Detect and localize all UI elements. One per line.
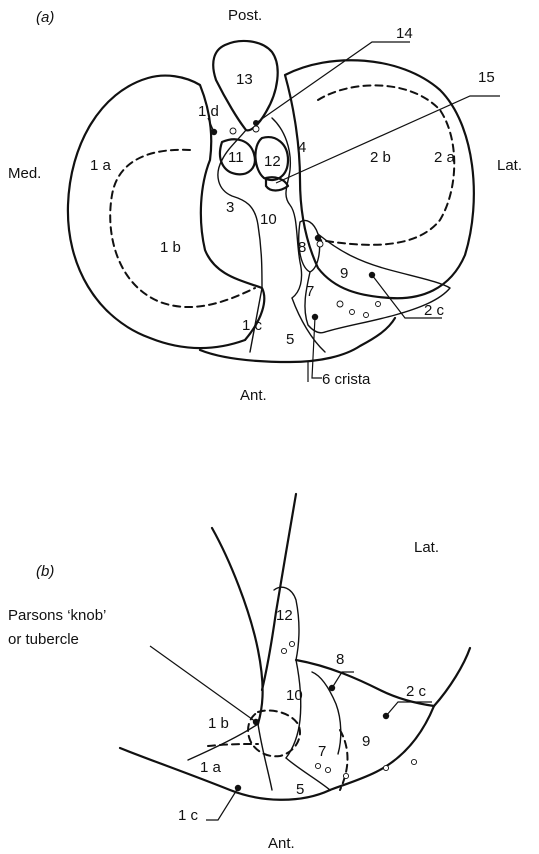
label-9: 9: [362, 733, 370, 750]
label-2c: 2 c: [406, 683, 427, 700]
label-6-crista: 6 crista: [322, 371, 371, 388]
panel-b-tag: (b): [36, 563, 54, 580]
foramen: [230, 128, 236, 134]
panel-a-tag: (a): [36, 9, 54, 26]
foramen: [253, 126, 259, 132]
label-2c: 2 c: [424, 302, 445, 319]
label-1c: 1 c: [178, 807, 199, 824]
label-10: 10: [260, 211, 277, 228]
orientation-lat: Lat.: [414, 539, 439, 556]
label-2a: 2 a: [434, 149, 456, 166]
label-3: 3: [226, 199, 234, 216]
label-1a: 1 a: [200, 759, 222, 776]
label-11: 11: [228, 149, 244, 166]
panel-b-1c-boundary: [258, 724, 272, 790]
panel-b-1b-dashed: [208, 744, 258, 746]
leader-14: [256, 42, 410, 123]
label-7: 7: [306, 283, 314, 300]
label-9: 9: [340, 265, 348, 282]
label-12: 12: [276, 607, 293, 624]
panel-b-region-10: [286, 660, 301, 758]
foramen: [337, 301, 343, 307]
orientation-ant: Ant.: [268, 835, 295, 852]
label-1b: 1 b: [208, 715, 229, 732]
label-2b: 2 b: [370, 149, 391, 166]
panel-b-knob-dashed: [248, 711, 300, 757]
label-8: 8: [298, 239, 306, 256]
tubercle-label-line2: or tubercle: [8, 631, 79, 648]
foramen: [350, 310, 355, 315]
panel-b-region-8: [312, 672, 341, 754]
foramen: [315, 763, 320, 768]
label-1c: 1 c: [242, 317, 263, 334]
label-4: 4: [298, 139, 306, 156]
label-14: 14: [396, 25, 413, 42]
leader-1c: [206, 788, 238, 820]
orientation-med: Med.: [8, 165, 41, 182]
label-1b: 1 b: [160, 239, 181, 256]
panel-a: (a) Post. Ant. Med. Lat. 1 a 1 b 1 c 1 d…: [8, 7, 522, 404]
foramen: [325, 767, 330, 772]
foramen: [376, 302, 381, 307]
panel-b-5-boundary: [286, 758, 330, 790]
medial-lobe-outline: [68, 76, 264, 348]
point-8: [315, 235, 321, 241]
foramen: [317, 241, 323, 247]
label-12: 12: [264, 153, 281, 170]
orientation-lat: Lat.: [497, 157, 522, 174]
panel-b-left-curve: [212, 528, 263, 724]
label-7: 7: [318, 743, 326, 760]
label-1a: 1 a: [90, 157, 112, 174]
foramen: [281, 648, 286, 653]
panel-b: (b) Lat. Ant. Parsons ‘knob’ or tubercle…: [8, 494, 470, 852]
label-5: 5: [296, 781, 304, 798]
foramen: [343, 773, 348, 778]
foramen: [411, 759, 416, 764]
tubercle-label-line1: Parsons ‘knob’: [8, 607, 106, 624]
panel-b-lateral-outline: [296, 648, 470, 706]
label-5: 5: [286, 331, 294, 348]
orientation-post: Post.: [228, 7, 262, 24]
orientation-ant: Ant.: [240, 387, 267, 404]
foramen: [383, 765, 388, 770]
anterior-base-outline: [200, 318, 395, 362]
label-10: 10: [286, 687, 303, 704]
lateral-lobe-outline: [285, 60, 474, 298]
label-8: 8: [336, 651, 344, 668]
leader-tubercle: [150, 646, 256, 722]
label-15: 15: [478, 69, 495, 86]
label-13: 13: [236, 71, 253, 88]
foramen: [289, 641, 294, 646]
label-1d: 1 d: [198, 103, 219, 120]
foramen: [364, 313, 369, 318]
